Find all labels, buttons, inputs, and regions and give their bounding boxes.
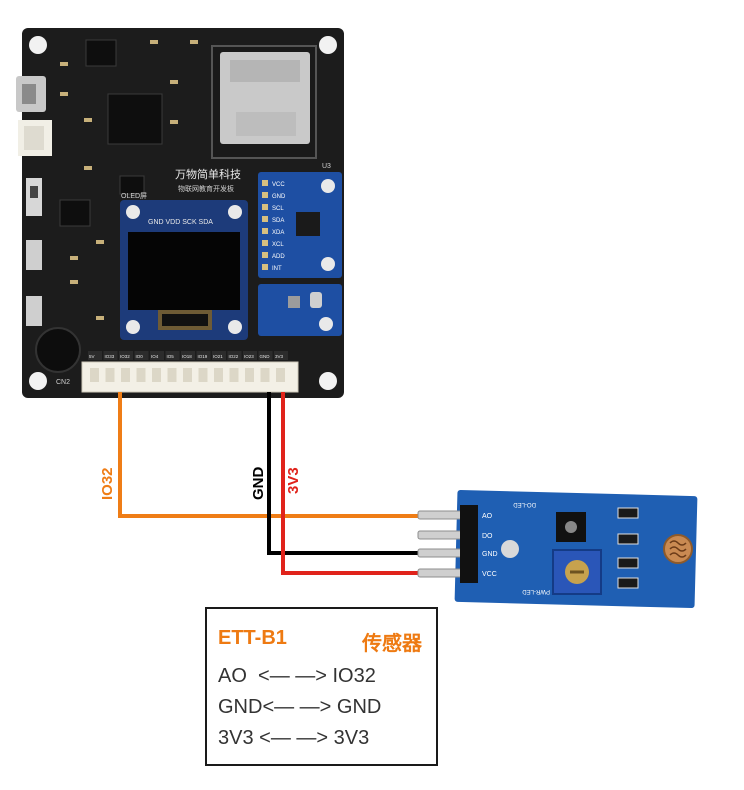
- header-pin-labels: 5V IO33 IO32 IO0 IO4 IO5 IO18 IO19 IO21 IO22 IO23 G…: [88, 351, 288, 360]
- header-pin-label: IO18: [182, 354, 192, 359]
- sensor-pin-label: VCC: [482, 571, 497, 578]
- push-button: [26, 296, 42, 326]
- legend-row-3v3: 3V3 <— —> 3V3: [218, 727, 370, 749]
- mount-hole: [29, 372, 47, 390]
- connector-slot: [90, 368, 99, 382]
- header-pin-label: GND: [260, 354, 271, 359]
- header-pin-box: [258, 351, 273, 360]
- header-pin-label: IO33: [105, 354, 115, 359]
- env-sensor-module: [258, 284, 342, 336]
- 3v3-wire-label: 3V3: [285, 467, 302, 494]
- mount-hole: [29, 36, 47, 54]
- connector-slot: [121, 368, 130, 382]
- cn2-label: CN2: [56, 379, 70, 386]
- header-pin-box: [212, 351, 226, 360]
- sensor-silk-bottom: PWR-LED: [522, 588, 550, 594]
- header-pin-box: [119, 351, 133, 360]
- esp32-module: [211, 45, 317, 159]
- header-pin-label: IO4: [151, 354, 159, 359]
- sensor-silk-top: DO-LED: [513, 501, 536, 507]
- oled-label: OLED屏: [121, 192, 147, 200]
- header-pin-box: [196, 351, 211, 360]
- header-pin-label: IO23: [244, 354, 254, 359]
- header-pin-label: IO5: [167, 354, 175, 359]
- connector-slot: [214, 368, 223, 382]
- mount-hole: [319, 36, 337, 54]
- imu-pin-label: VCC: [272, 182, 285, 188]
- dev-board: 万物简单科技 物联网教育开发板 U3 GND VDD SCK SDA OLED屏: [16, 28, 344, 398]
- connector-slot: [183, 368, 192, 382]
- push-button: [26, 240, 42, 270]
- legend-row-gnd: GND<— —> GND: [218, 696, 382, 718]
- connector-slot: [198, 368, 208, 382]
- 3v3-wire: [281, 392, 428, 575]
- connector-slot: [136, 368, 146, 382]
- imu-pin-label: SCL: [272, 206, 284, 212]
- header-pin-box: [103, 351, 118, 360]
- light-sensor-module: AO DO GND VCC DO-LED PWR-LED: [417, 489, 698, 609]
- oled-pin-labels: GND VDD SCK SDA: [148, 219, 213, 226]
- header-pin-label: 3V3: [275, 354, 284, 359]
- gnd-wire-label: GND: [250, 467, 267, 501]
- imu-pin-label: SDA: [272, 218, 284, 224]
- sensor-pin-label: AO: [482, 513, 493, 520]
- imu-pin-label: GND: [272, 194, 286, 200]
- sensor-header-block: [460, 505, 478, 583]
- mount-hole: [319, 372, 337, 390]
- legend-sensor-header: 传感器: [362, 633, 422, 655]
- header-pin-label: IO19: [198, 354, 208, 359]
- header-pin-box: [274, 351, 288, 360]
- imu-pin-label: ADD: [272, 254, 285, 260]
- header-pin-box: [150, 351, 164, 360]
- header-pin-label: IO0: [136, 354, 144, 359]
- imu-module: VCC GND SCL SDA XDA XCL ADD INT: [258, 172, 342, 278]
- buzzer: [35, 327, 81, 373]
- sensor-pin-label: DO: [482, 533, 493, 540]
- header-pin-label: IO22: [229, 354, 239, 359]
- connector-slot: [152, 368, 161, 382]
- connector-slot: [245, 368, 254, 382]
- gnd-wire: [267, 392, 428, 555]
- connector-slot: [276, 368, 285, 382]
- io32-wire-label: IO32: [99, 467, 116, 500]
- pin-mapping-legend: ETT-B1 传感器 AO <— —> IO32 GND<— —> GND 3V…: [205, 607, 438, 766]
- header-pin-box: [134, 351, 149, 360]
- connector-slot: [167, 368, 177, 382]
- header-pin-box: [165, 351, 180, 360]
- connector-slot: [105, 368, 115, 382]
- wires: IO32 GND 3V3: [99, 392, 428, 575]
- imu-pin-label: XCL: [272, 242, 284, 248]
- sensor-led: [501, 540, 519, 558]
- legend-row-ao: AO <— —> IO32: [218, 665, 376, 687]
- oled-display: GND VDD SCK SDA OLED屏: [120, 192, 248, 340]
- brand-subtext: 物联网教育开发板: [178, 184, 234, 193]
- header-pin-label: IO21: [213, 354, 223, 359]
- connector-slot: [260, 368, 270, 382]
- chip: [107, 93, 163, 145]
- header-pin-box: [88, 351, 102, 360]
- module-label: U3: [322, 163, 331, 170]
- header-pin-label: IO32: [120, 354, 130, 359]
- imu-pin-label: INT: [272, 266, 282, 272]
- sensor-pin-label: GND: [482, 551, 498, 558]
- resistors: [617, 507, 639, 589]
- brand-text: 万物简单科技: [175, 167, 241, 181]
- connector-slot: [229, 368, 239, 382]
- header-pin-box: [227, 351, 242, 360]
- header-pin-box: [243, 351, 257, 360]
- header-pin-box: [181, 351, 195, 360]
- imu-pin-label: XDA: [272, 230, 284, 236]
- header-pin-label: 5V: [89, 354, 95, 359]
- io32-wire: [118, 392, 428, 518]
- legend-board-header: ETT-B1: [218, 627, 287, 649]
